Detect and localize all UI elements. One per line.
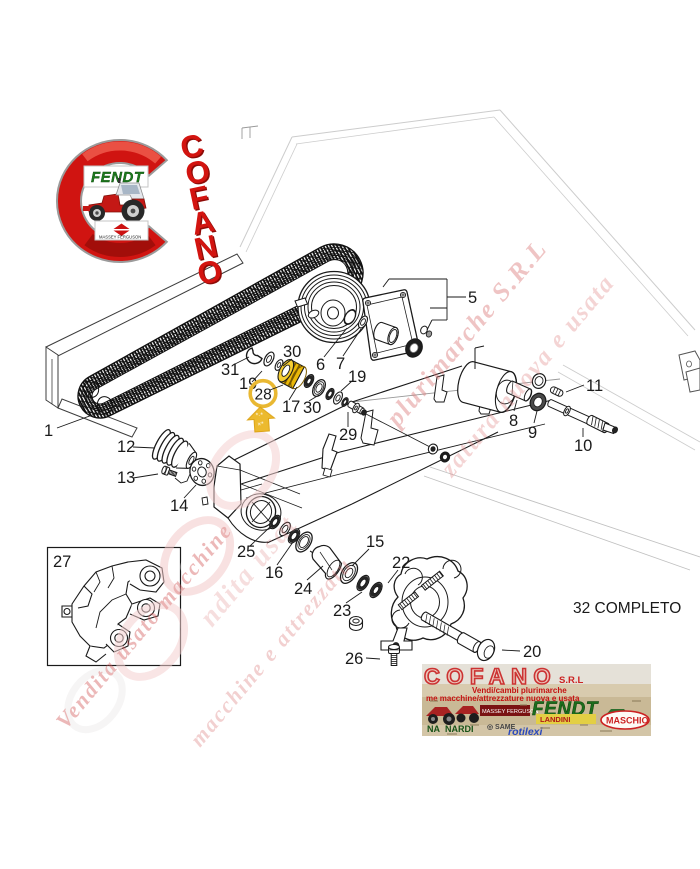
svg-text:7: 7 bbox=[336, 355, 345, 373]
svg-text:32 COMPLETO: 32 COMPLETO bbox=[573, 600, 681, 617]
svg-text:23: 23 bbox=[333, 602, 351, 620]
svg-text:MASCHIO: MASCHIO bbox=[606, 716, 649, 726]
svg-text:5: 5 bbox=[468, 289, 477, 307]
svg-text:FENDT: FENDT bbox=[91, 169, 145, 186]
svg-text:12: 12 bbox=[117, 438, 135, 456]
svg-text:6: 6 bbox=[316, 356, 325, 374]
svg-text:MASSEY FERGUSON: MASSEY FERGUSON bbox=[99, 235, 141, 240]
svg-text:8: 8 bbox=[509, 412, 518, 430]
svg-text:24: 24 bbox=[294, 580, 312, 598]
svg-text:27: 27 bbox=[53, 553, 71, 571]
svg-text:me macchine/attrezzature nuova: me macchine/attrezzature nuova e usata bbox=[426, 694, 580, 703]
svg-text:14: 14 bbox=[170, 497, 188, 515]
svg-text:15: 15 bbox=[366, 533, 384, 551]
svg-text:◎ SAME: ◎ SAME bbox=[487, 724, 516, 731]
svg-text:25: 25 bbox=[237, 543, 255, 561]
svg-text:26: 26 bbox=[345, 650, 363, 668]
svg-text:17: 17 bbox=[282, 398, 300, 416]
svg-text:20: 20 bbox=[523, 643, 541, 661]
svg-text:22: 22 bbox=[392, 554, 410, 572]
svg-text:1: 1 bbox=[44, 422, 53, 440]
svg-text:NA NARDI: NA NARDI bbox=[427, 724, 474, 734]
svg-text:16: 16 bbox=[265, 564, 283, 582]
svg-text:*·*: *·* bbox=[256, 412, 264, 420]
svg-text:×*: ×* bbox=[257, 421, 264, 428]
svg-text:10: 10 bbox=[574, 437, 592, 455]
svg-text:30: 30 bbox=[303, 399, 321, 417]
svg-text:30: 30 bbox=[283, 343, 301, 361]
svg-text:LANDINI: LANDINI bbox=[540, 715, 570, 724]
svg-text:28: 28 bbox=[255, 387, 272, 404]
svg-text:rotilexi: rotilexi bbox=[508, 726, 544, 738]
svg-text:S.R.L: S.R.L bbox=[559, 675, 583, 686]
svg-text:11: 11 bbox=[586, 377, 603, 395]
svg-text:COFANO: COFANO bbox=[424, 664, 557, 689]
svg-text:31: 31 bbox=[221, 361, 239, 379]
svg-text:13: 13 bbox=[117, 469, 135, 487]
svg-text:29: 29 bbox=[339, 426, 357, 444]
svg-text:19: 19 bbox=[348, 368, 366, 386]
svg-text:MASSEY FERGUSON: MASSEY FERGUSON bbox=[482, 709, 538, 715]
svg-text:9: 9 bbox=[528, 424, 537, 442]
svg-text:Vendi/cambi plurimarche: Vendi/cambi plurimarche bbox=[472, 686, 567, 695]
